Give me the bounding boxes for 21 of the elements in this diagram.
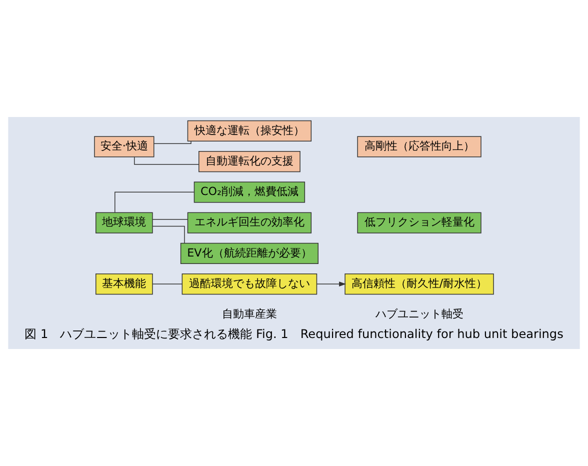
label: ハブユニット軸受 [375,308,464,321]
node-box: 高信頼性（耐久性/耐水性） [344,273,494,295]
connector [134,156,200,165]
node-box: 過酷環境でも故障しない [182,273,318,295]
caption: 図 1 ハブユニット軸受に要求される機能 Fig. 1 Required functionality for hub unit bearings [24,327,564,342]
connector [114,192,194,213]
connector [152,226,185,244]
arrow [316,282,346,287]
node-box: EV化（航続距離が必要） [180,242,318,264]
node-box: 基本機能 [96,273,153,295]
node-box: 自動運転化の支援 [198,150,300,172]
node-box: 高剛性（応答性向上） [357,136,482,158]
label: 自動車産業 [222,308,277,321]
connector [152,219,188,220]
node-box: 安全·快適 [94,136,154,158]
node-box: エネルギ回生の効率化 [187,212,312,234]
node-box: 低フリクション軽量化 [357,212,482,234]
connector [154,140,192,144]
node-box: CO₂削減，燃費低減 [194,182,306,203]
node-box: 地球環境 [96,212,153,234]
node-box: 快適な運転（操安性） [187,120,312,142]
